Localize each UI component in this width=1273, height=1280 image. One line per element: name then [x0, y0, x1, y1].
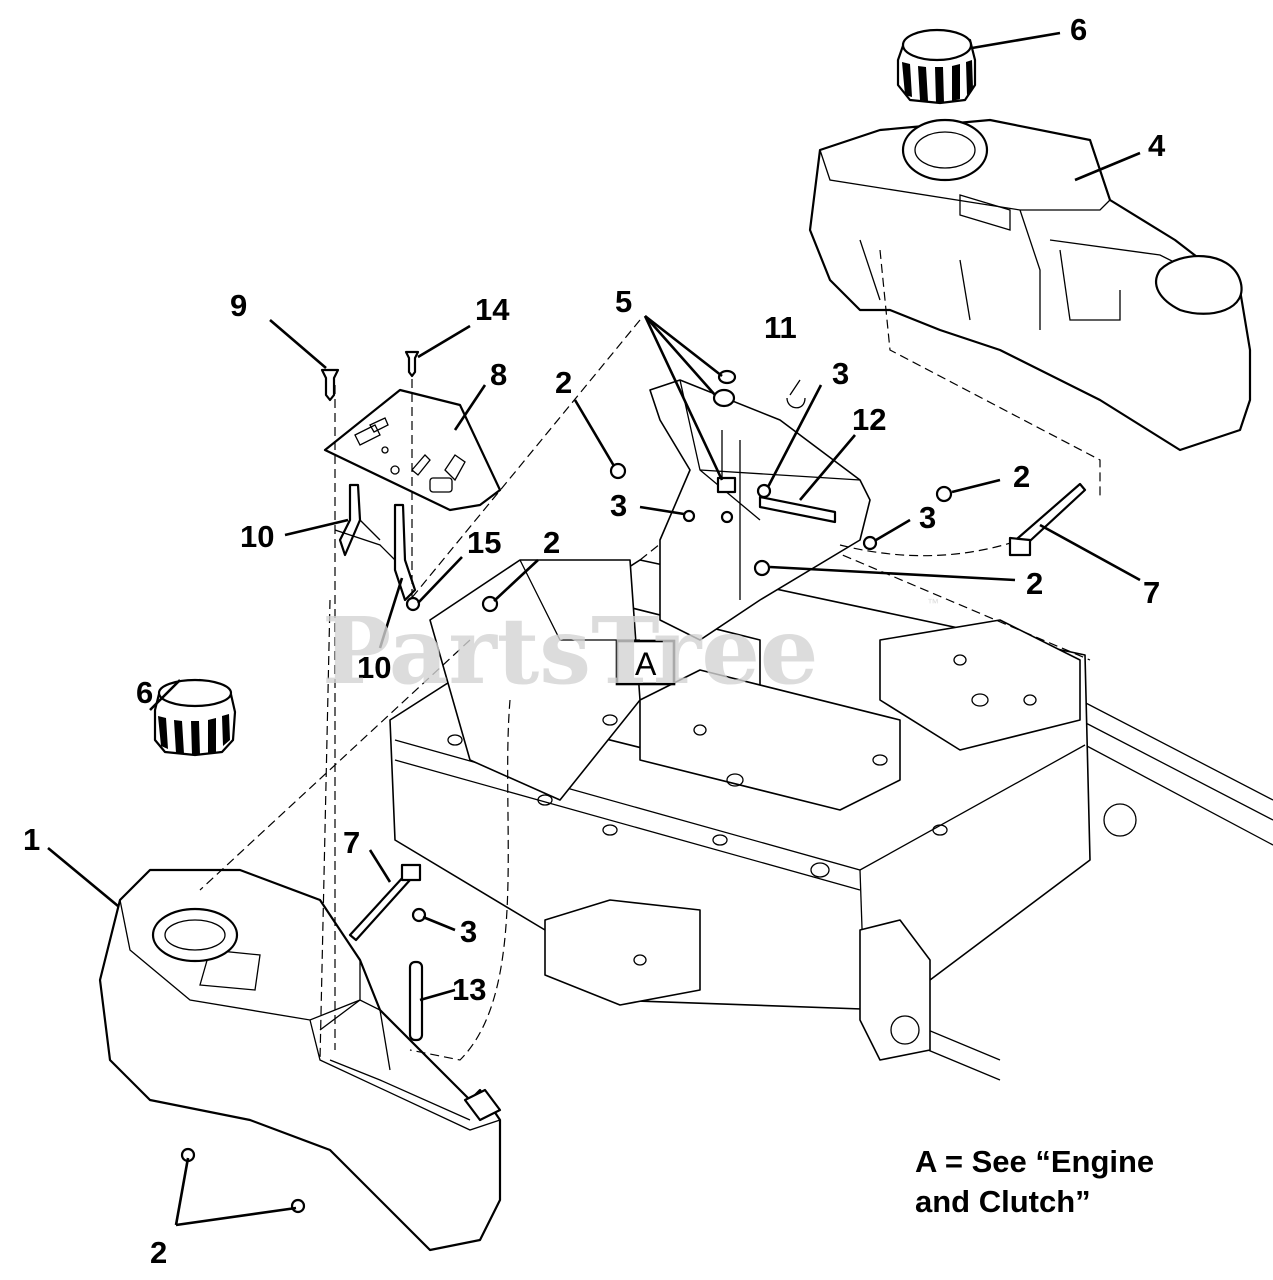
callout-3-left: 3 — [460, 914, 477, 949]
callout-4: 4 — [1148, 128, 1166, 163]
note-line-2: and Clutch” — [915, 1184, 1091, 1219]
callout-labels: 6 4 5 11 3 12 2 2 3 3 2 7 9 14 8 10 15 2… — [23, 12, 1166, 1270]
reference-box-label: A — [635, 646, 657, 682]
callout-8: 8 — [490, 357, 507, 392]
callout-12: 12 — [852, 402, 886, 437]
callout-2-mid: 2 — [543, 525, 560, 560]
callout-7-left: 7 — [343, 825, 360, 860]
callout-11: 11 — [764, 310, 797, 345]
watermark-text: PartsTree — [322, 597, 818, 705]
callout-6-top: 6 — [1070, 12, 1087, 47]
callout-5: 5 — [615, 284, 632, 319]
callout-15: 15 — [467, 525, 501, 560]
assembly-lines — [199, 319, 1021, 1061]
callout-2-right: 2 — [1013, 459, 1030, 494]
callout-7-right: 7 — [1143, 575, 1160, 610]
control-levers — [334, 483, 417, 602]
fuel-cap-left — [153, 678, 237, 757]
callout-10-upper: 10 — [240, 519, 274, 554]
callout-6-left: 6 — [136, 675, 153, 710]
chassis-frame — [389, 519, 1273, 1081]
callout-2-center: 2 — [555, 365, 572, 400]
reference-note: A = See “Engine and Clutch” — [915, 1144, 1154, 1219]
callout-3-top: 3 — [832, 356, 849, 391]
callout-9: 9 — [230, 288, 247, 323]
callout-2-lower-right: 2 — [1026, 566, 1043, 601]
watermark-trademark: ™ — [927, 596, 939, 610]
callout-3-center: 3 — [610, 488, 627, 523]
fuel-cap-top — [896, 28, 977, 105]
hardware — [180, 350, 1087, 1214]
note-line-1: A = See “Engine — [915, 1144, 1154, 1179]
callout-14: 14 — [475, 292, 510, 327]
callout-3-right: 3 — [919, 500, 936, 535]
leader-lines — [47, 31, 1141, 1227]
left-fuel-tank — [98, 599, 502, 1252]
callout-13: 13 — [452, 972, 486, 1007]
callout-2-bottom: 2 — [150, 1235, 167, 1270]
reference-box-a: A — [615, 639, 676, 686]
watermark: PartsTree ™ — [322, 596, 939, 705]
callout-1: 1 — [23, 822, 40, 857]
right-fuel-tank — [808, 118, 1252, 500]
callout-10-lower: 10 — [357, 650, 391, 685]
